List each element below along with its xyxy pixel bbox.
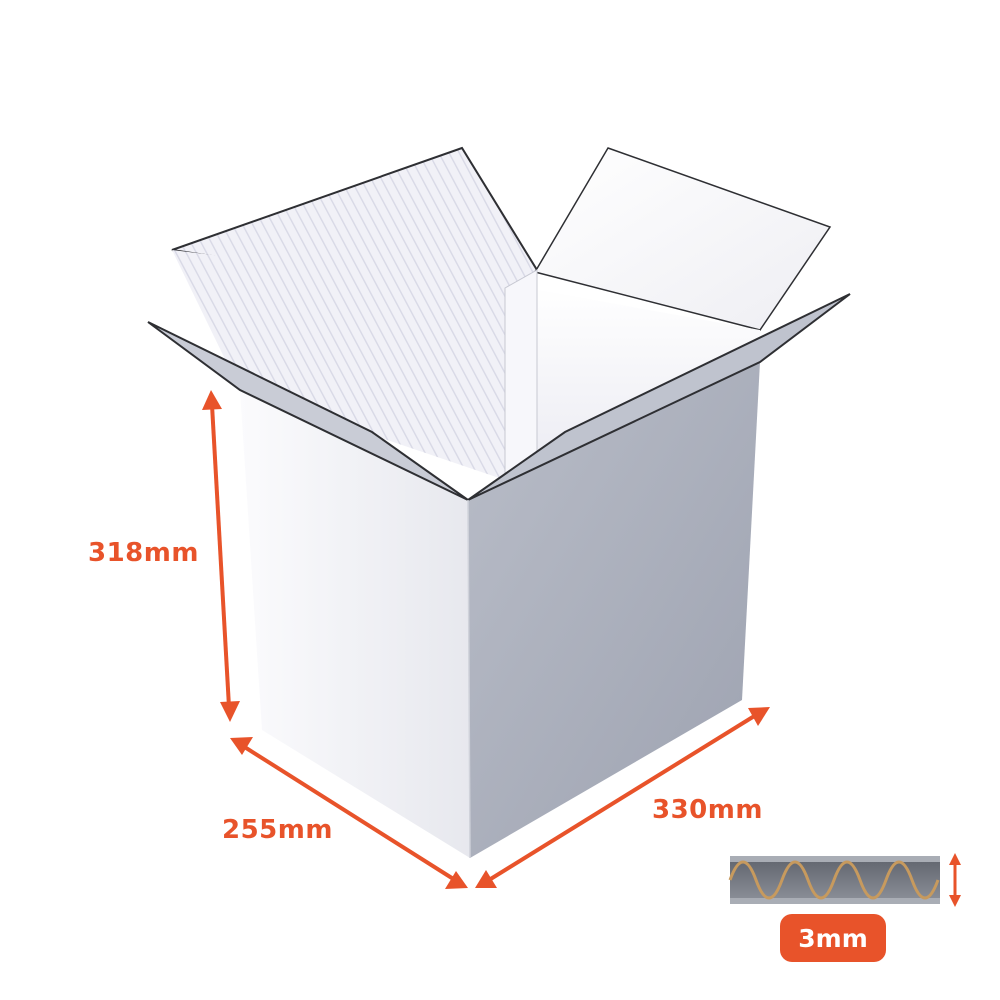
wall-thickness-badge: 3mm (780, 914, 886, 962)
front-right-flap (467, 293, 851, 501)
height-arrow (202, 390, 240, 722)
height-dimension-label: 318mm (88, 538, 199, 568)
corrugated-flute-icon (728, 856, 940, 904)
depth-arrow (230, 737, 468, 889)
box-left-face (240, 390, 470, 858)
box-interior-left (172, 250, 505, 480)
box-front-edge (467, 499, 471, 859)
thickness-arrow (949, 853, 961, 907)
depth-dimension-label: 255mm (222, 815, 333, 845)
box-right-face (468, 362, 760, 858)
width-arrow (475, 707, 770, 888)
box-interior-right (470, 285, 760, 495)
inner-edge-strip (504, 269, 538, 479)
width-dimension-label: 330mm (652, 795, 763, 825)
